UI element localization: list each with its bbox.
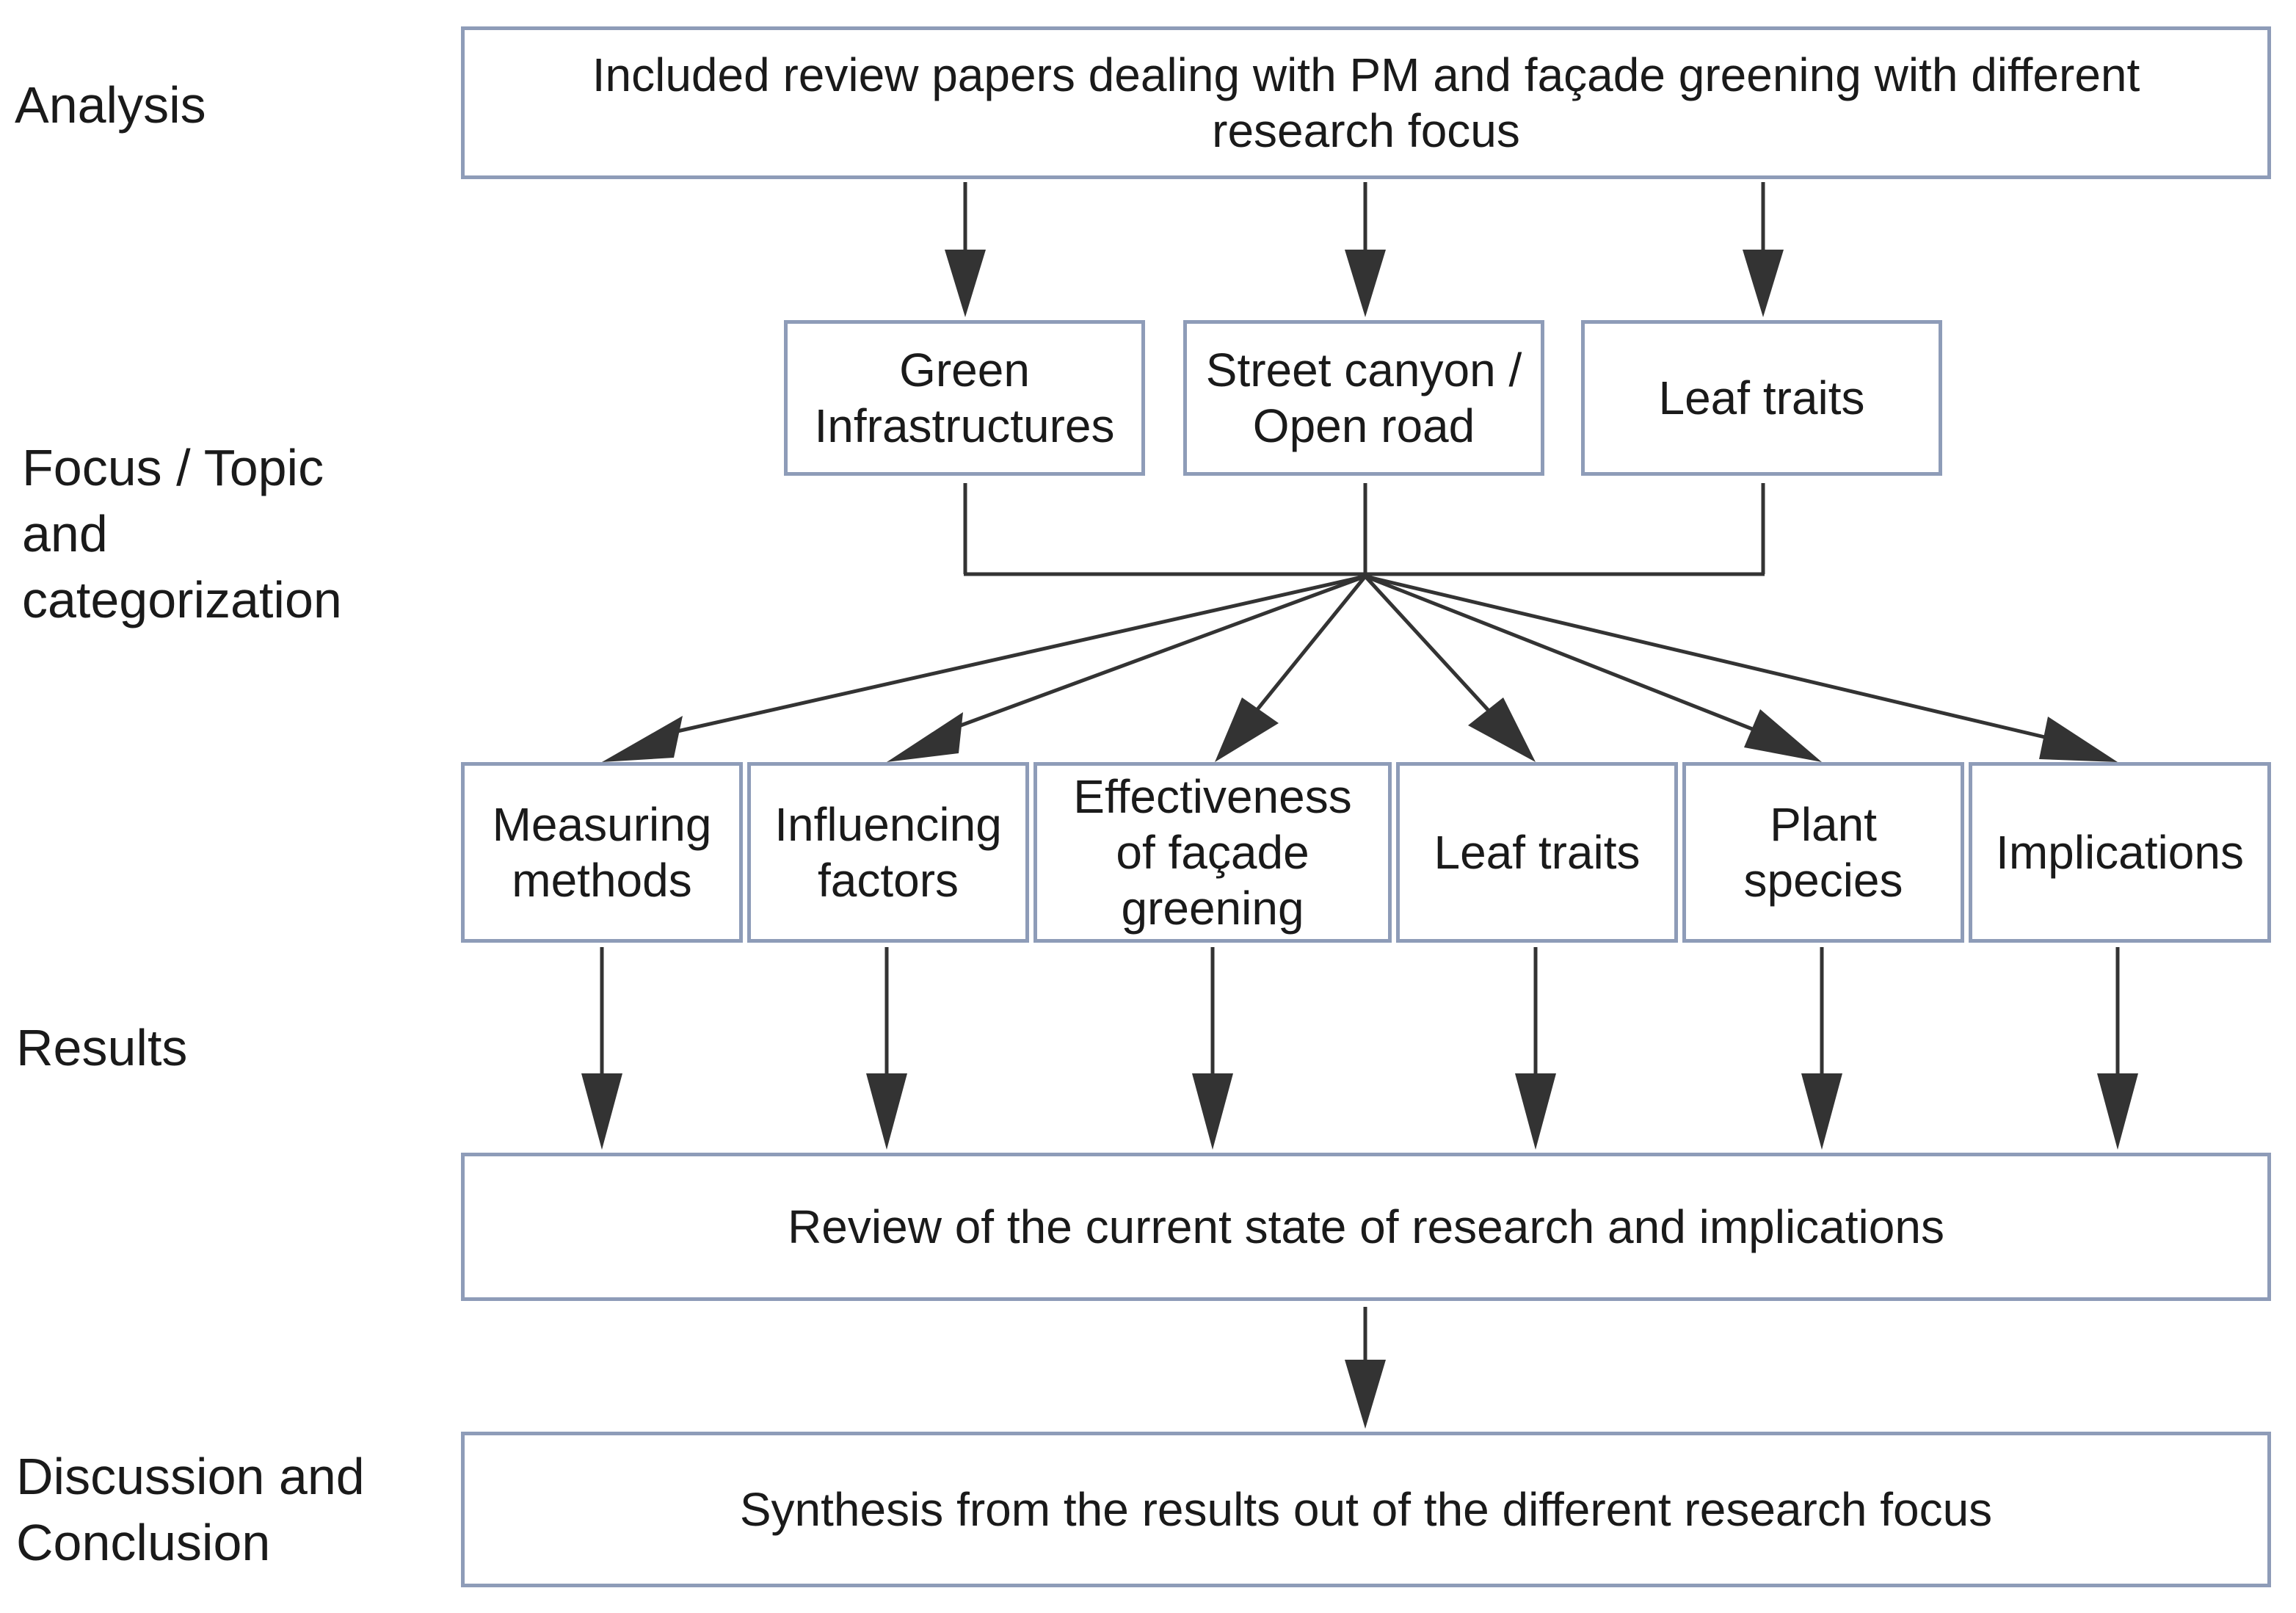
arrowhead-icon bbox=[1744, 709, 1822, 762]
arrowhead-icon bbox=[602, 716, 683, 762]
arrowhead-icon bbox=[945, 250, 986, 317]
fan-arrow-effectiveness bbox=[1254, 575, 1367, 714]
arrowhead-icon bbox=[1192, 1073, 1233, 1150]
stage-label-focus: Focus / Topic and categorization bbox=[22, 439, 342, 628]
fan-arrow-implications bbox=[1365, 574, 2049, 740]
focus-box-street-canyon: Street canyon / Open road bbox=[1183, 320, 1544, 476]
result-box-effectiveness: Effectiveness of façade greening bbox=[1033, 762, 1392, 943]
arrowhead-icon bbox=[1345, 1360, 1386, 1429]
arrowhead-icon bbox=[1801, 1073, 1842, 1150]
arrowhead-icon bbox=[1515, 1073, 1556, 1150]
synthesis-box: Synthesis from the results out of the di… bbox=[461, 1432, 2271, 1587]
arrowhead-icon bbox=[2039, 717, 2118, 762]
stage-label-discussion: Discussion and Conclusion bbox=[16, 1448, 365, 1571]
focus-box-green-infrastructures: Green Infrastructures bbox=[784, 320, 1145, 476]
fan-arrow-leaf-traits bbox=[1364, 575, 1492, 714]
result-box-plant-species: Plant species bbox=[1682, 762, 1964, 943]
fan-arrow-plant-species bbox=[1365, 574, 1762, 735]
analysis-box: Included review papers dealing with PM a… bbox=[461, 26, 2271, 179]
result-box-influencing-factors: Influencing factors bbox=[747, 762, 1029, 943]
arrowhead-icon bbox=[1215, 697, 1279, 762]
fan-arrow-measuring-methods bbox=[664, 574, 1366, 736]
stage-label-results: Results bbox=[16, 1019, 188, 1076]
focus-box-leaf-traits: Leaf traits bbox=[1581, 320, 1942, 476]
fan-arrow-influencing-factors bbox=[946, 574, 1366, 733]
arrowhead-icon bbox=[581, 1073, 622, 1150]
arrowhead-icon bbox=[1468, 697, 1536, 762]
arrowhead-icon bbox=[887, 712, 963, 762]
result-box-implications: Implications bbox=[1969, 762, 2271, 943]
arrowhead-icon bbox=[1345, 250, 1386, 317]
arrowhead-icon bbox=[1743, 250, 1784, 317]
result-box-measuring-methods: Measuring methods bbox=[461, 762, 743, 943]
arrowhead-icon bbox=[866, 1073, 907, 1150]
review-box: Review of the current state of research … bbox=[461, 1153, 2271, 1301]
stage-label-analysis: Analysis bbox=[15, 76, 206, 134]
arrowhead-icon bbox=[2097, 1073, 2138, 1150]
result-box-leaf-traits: Leaf traits bbox=[1396, 762, 1678, 943]
